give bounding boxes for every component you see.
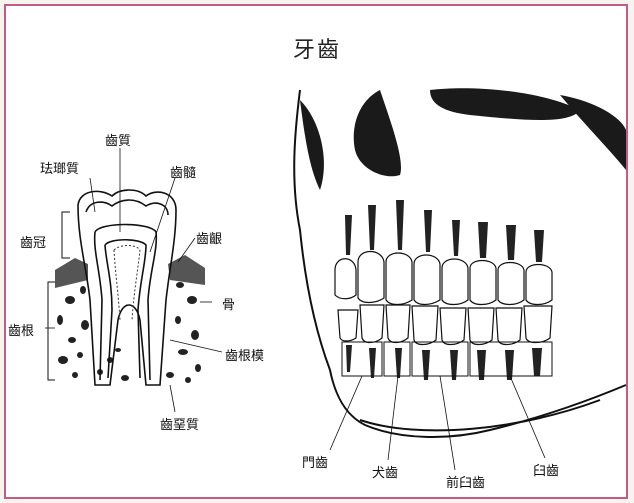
- label-bone: 骨: [222, 294, 235, 313]
- label-root: 齒根: [8, 320, 34, 339]
- label-dentin: 齒質: [105, 130, 131, 149]
- label-premolar: 前臼齒: [446, 472, 485, 491]
- label-enamel: 珐瑯質: [40, 158, 79, 177]
- label-gum: 齒齦: [196, 228, 222, 247]
- label-periodontal-membrane: 齒根模: [225, 345, 264, 364]
- lower-roots: [346, 345, 542, 380]
- label-cementum: 齒堊質: [160, 414, 199, 433]
- label-incisor: 門齒: [302, 452, 328, 471]
- label-molar: 臼齒: [533, 460, 559, 479]
- upper-teeth: [335, 252, 552, 305]
- label-pulp: 齒髓: [170, 162, 196, 181]
- label-crown: 齒冠: [20, 232, 46, 251]
- lower-teeth: [338, 305, 552, 345]
- orbit-shadows: [300, 88, 626, 190]
- label-canine: 犬齒: [372, 462, 398, 481]
